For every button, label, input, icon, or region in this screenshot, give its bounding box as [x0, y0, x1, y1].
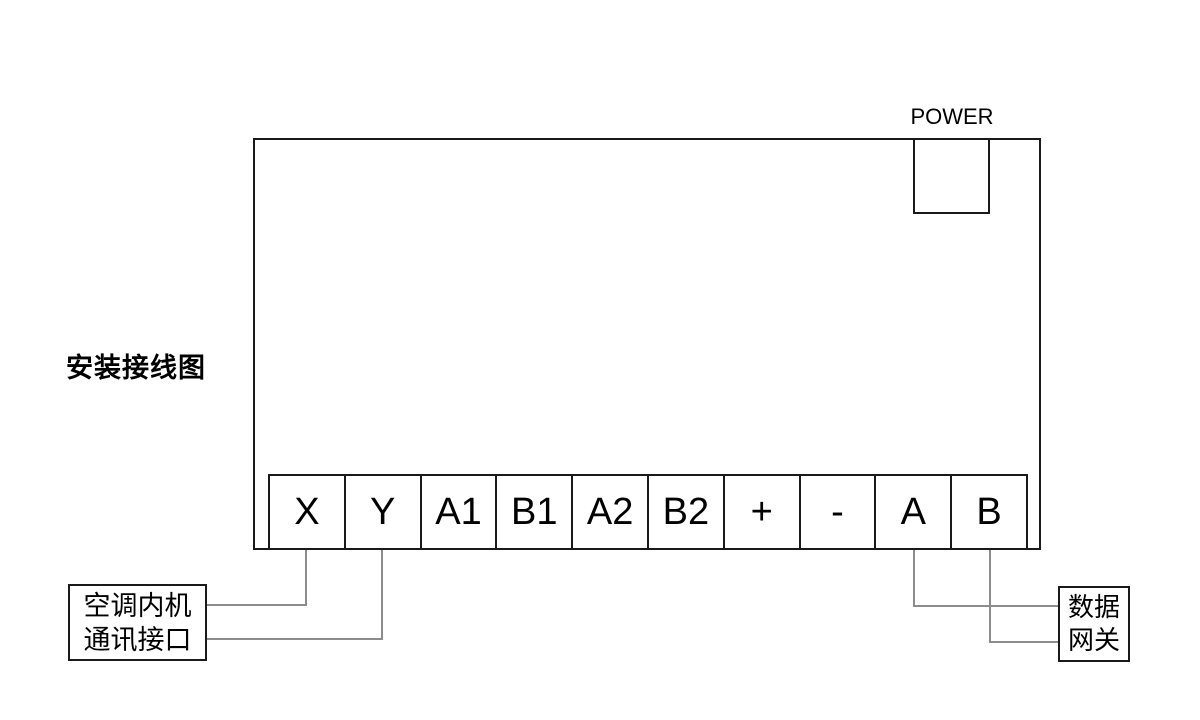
terminal-cell-x: X	[268, 474, 346, 550]
gateway-label-line2: 网关	[1067, 625, 1120, 655]
terminal-cell-minus: -	[798, 474, 877, 550]
wire-a-vertical	[913, 550, 915, 607]
terminal-cell-b2: B2	[646, 474, 725, 550]
terminal-cell-plus: +	[722, 474, 801, 550]
wire-x-horizontal	[206, 604, 307, 606]
terminal-cell-b1: B1	[495, 474, 574, 550]
wire-y-horizontal	[206, 638, 383, 640]
wire-b-horizontal	[989, 641, 1058, 643]
terminal-strip: X Y A1 B1 A2 B2 + - A B	[268, 474, 1028, 550]
wire-b-vertical	[989, 550, 991, 643]
gateway-label-line1: 数据	[1067, 592, 1120, 622]
wire-a-horizontal	[913, 605, 1058, 607]
wire-x-vertical	[305, 550, 307, 606]
power-label: POWER	[910, 104, 994, 129]
indoor-unit-label-line1: 空调内机	[83, 590, 192, 621]
indoor-unit-label-line2: 通讯接口	[83, 624, 192, 655]
terminal-cell-b: B	[950, 474, 1028, 550]
gateway-label-box: 数据 网关	[1058, 586, 1130, 662]
terminal-cell-a1: A1	[419, 474, 498, 550]
diagram-title: 安装接线图	[66, 353, 206, 383]
indoor-unit-label-box: 空调内机 通讯接口	[68, 584, 207, 661]
terminal-cell-a2: A2	[571, 474, 649, 550]
terminal-cell-y: Y	[343, 474, 422, 550]
power-connector-box	[913, 138, 990, 214]
terminal-cell-a: A	[874, 474, 953, 550]
wire-y-vertical	[381, 550, 383, 640]
